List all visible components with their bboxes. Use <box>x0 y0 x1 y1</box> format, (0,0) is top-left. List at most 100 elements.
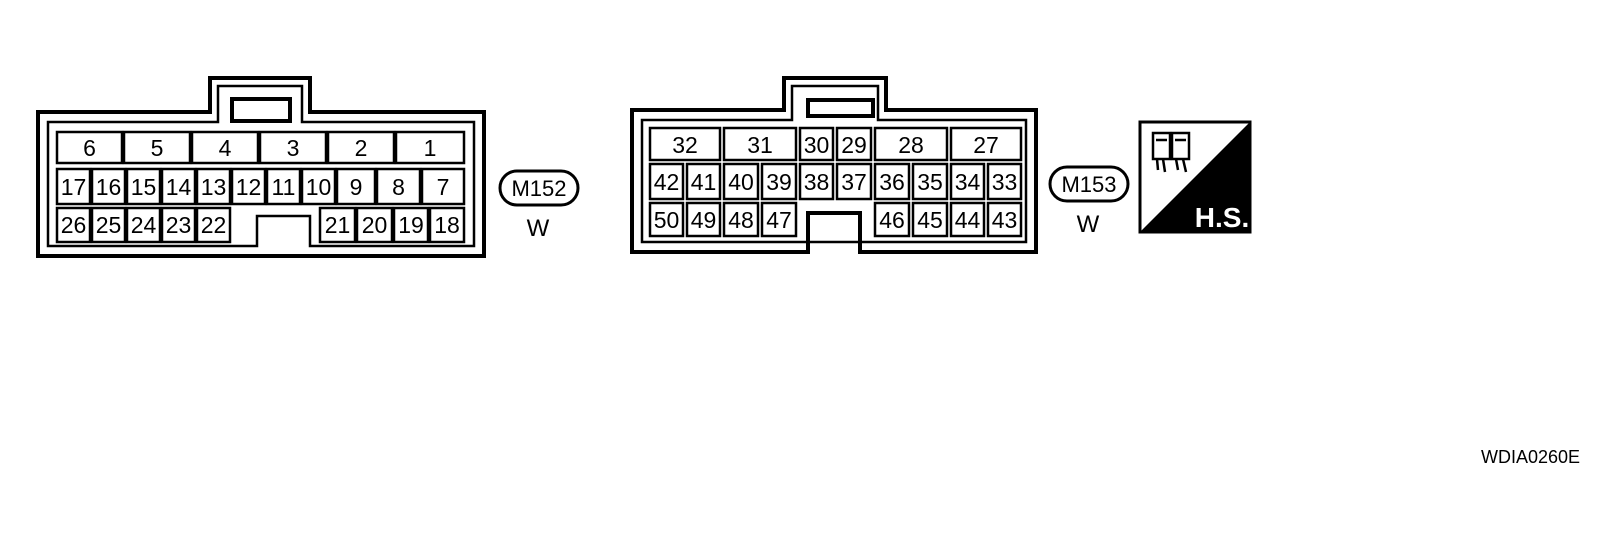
pin-cell <box>258 130 328 165</box>
pin-cell <box>90 167 127 206</box>
pin-label: 33 <box>992 169 1018 195</box>
hs-badge: H.S. <box>1138 120 1252 234</box>
connector-id: M152 <box>511 176 566 201</box>
pin-cell <box>722 126 798 162</box>
pin-label: 15 <box>131 174 157 200</box>
connector-m153-pins: 32 31 30 29 28 27 42 41 40 39 38 37 36 3… <box>648 126 1023 238</box>
pin-label: 6 <box>83 135 96 161</box>
pin-cell <box>318 206 357 244</box>
figure-id: WDIA0260E <box>1481 447 1581 467</box>
pin-label: 38 <box>804 169 830 195</box>
pin-cell <box>798 126 835 162</box>
pin-cell <box>125 167 162 206</box>
pin-label: 40 <box>728 169 754 195</box>
pin-cell <box>648 162 685 201</box>
pin-label: 42 <box>654 169 680 195</box>
pin-cell <box>392 206 430 244</box>
pin-cell <box>55 167 92 206</box>
pin-cell <box>760 162 798 201</box>
connector-m152-tag: M152 W <box>498 169 580 242</box>
pin-label: 47 <box>766 207 792 233</box>
pin-label: 39 <box>766 169 792 195</box>
pin-cell <box>265 167 302 206</box>
pin-cell <box>949 126 1023 162</box>
pin-label: 17 <box>61 174 87 200</box>
pin-cell <box>420 167 466 206</box>
pin-label: 10 <box>306 174 332 200</box>
pin-label: 49 <box>691 207 717 233</box>
pin-label: 2 <box>355 135 368 161</box>
pin-cell <box>873 162 911 201</box>
pin-cell <box>685 201 722 238</box>
pin-label: 28 <box>898 132 924 158</box>
pin-label: 7 <box>437 174 450 200</box>
pin-label: 20 <box>362 212 388 238</box>
pin-cell <box>648 201 685 238</box>
pin-cell <box>835 162 873 201</box>
pin-label: 36 <box>879 169 905 195</box>
pin-label: 8 <box>392 174 405 200</box>
pin-label: 32 <box>672 132 698 158</box>
pin-cell <box>873 201 911 238</box>
pin-cell <box>722 162 760 201</box>
pin-cell <box>160 167 197 206</box>
pin-cell <box>160 206 197 244</box>
pin-label: 18 <box>434 212 460 238</box>
pin-label: 19 <box>398 212 424 238</box>
pin-cell <box>949 162 986 201</box>
pin-label: 48 <box>728 207 754 233</box>
pin-cell <box>798 162 835 201</box>
pin-cell <box>230 167 267 206</box>
pin-label: 11 <box>272 174 296 200</box>
pin-label: 21 <box>325 212 351 238</box>
pin-label: 50 <box>654 207 680 233</box>
pin-cell <box>835 126 873 162</box>
pin-label: 26 <box>61 212 87 238</box>
pin-label: 22 <box>201 212 227 238</box>
pin-label: 5 <box>151 135 164 161</box>
pin-label: 44 <box>955 207 981 233</box>
pin-cell <box>190 130 260 165</box>
pin-label: 13 <box>201 174 227 200</box>
pin-label: 46 <box>879 207 905 233</box>
connector-m152-pins: 6 5 4 3 2 1 17 16 15 14 13 12 11 10 9 8 … <box>55 130 466 244</box>
pin-cell <box>375 167 422 206</box>
pin-cell <box>648 126 722 162</box>
pin-cell <box>911 162 949 201</box>
pin-cell <box>90 206 127 244</box>
pin-label: 14 <box>166 174 192 200</box>
pin-cell <box>986 201 1023 238</box>
pin-label: 4 <box>219 135 232 161</box>
pin-label: 25 <box>96 212 122 238</box>
connector-color: W <box>1077 211 1100 238</box>
pin-label: 24 <box>131 212 157 238</box>
pin-cell <box>355 206 394 244</box>
pin-cell <box>986 162 1023 201</box>
pin-label: 31 <box>747 132 773 158</box>
connector-id: M153 <box>1061 172 1116 197</box>
pin-label: 29 <box>841 132 867 158</box>
harness-connector-icon <box>1151 131 1191 173</box>
pin-label: 34 <box>955 169 981 195</box>
pin-cell <box>195 167 232 206</box>
pin-label: 35 <box>917 169 943 195</box>
pin-cell <box>949 201 986 238</box>
pin-cell <box>685 162 722 201</box>
pin-label: 23 <box>166 212 192 238</box>
pin-label: 43 <box>992 207 1018 233</box>
pin-cell <box>326 130 396 165</box>
pin-cell <box>122 130 192 165</box>
pin-label: 27 <box>973 132 999 158</box>
pin-cell <box>125 206 162 244</box>
hs-label: H.S. <box>1195 202 1249 233</box>
connector-m153-tag: M153 W <box>1048 165 1130 238</box>
pin-cell <box>55 206 92 244</box>
pin-cell <box>722 201 760 238</box>
pin-cell <box>195 206 232 244</box>
pin-label: 30 <box>804 132 830 158</box>
pin-label: 1 <box>424 135 437 161</box>
pin-cell <box>911 201 949 238</box>
pin-label: 9 <box>350 174 363 200</box>
pin-cell <box>760 201 798 238</box>
